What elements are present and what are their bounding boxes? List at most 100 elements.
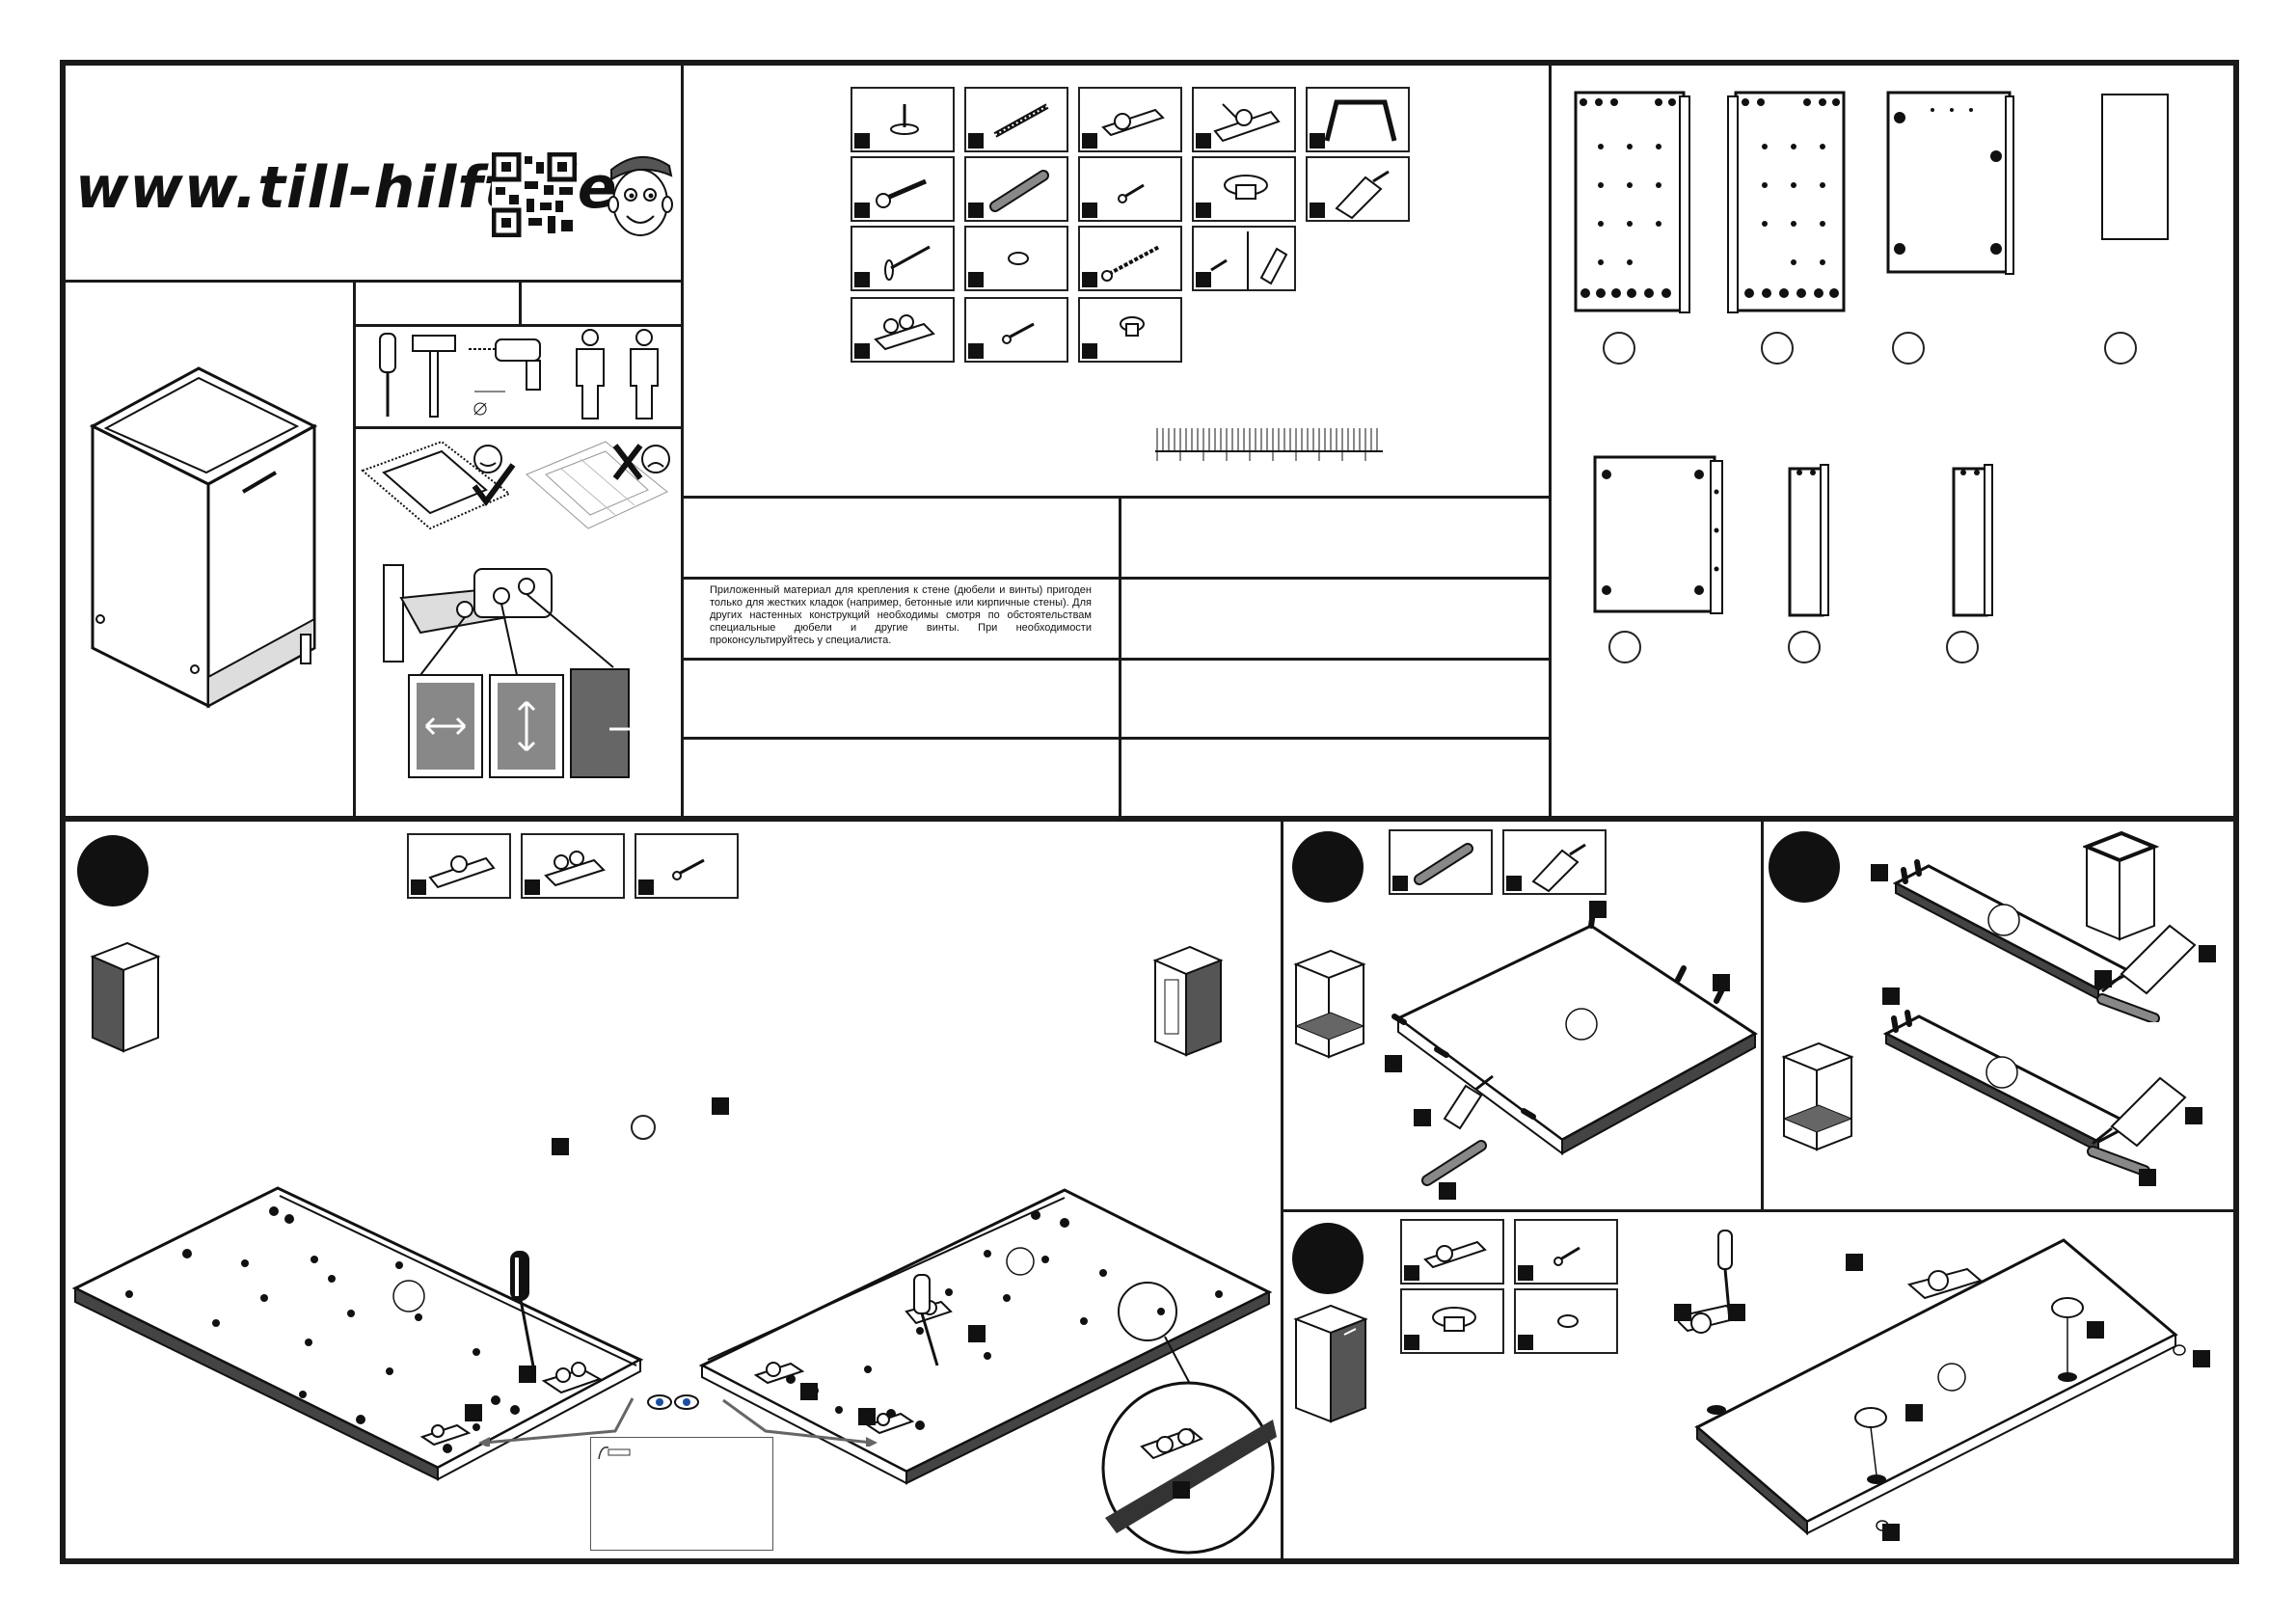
measuring-ruler [1155, 428, 1383, 461]
divider-tools-bottom [353, 426, 681, 429]
table-col-divider [1119, 496, 1121, 816]
callout-marker [968, 1325, 986, 1342]
divider-step1-right [1281, 822, 1283, 1564]
qr-code-icon [492, 152, 577, 237]
callout-marker [858, 1408, 876, 1425]
step4-fitting-hinge [1400, 1219, 1504, 1285]
callout-marker [2139, 1169, 2156, 1186]
fitting-wooden-dowel [964, 156, 1068, 222]
divider-logo-bottom [60, 280, 681, 283]
panel-bottom [1593, 455, 1723, 614]
fitting-cover-cap [964, 226, 1068, 291]
step2-panel-with-dowels [1391, 909, 1758, 1186]
step1-right-panel [698, 1188, 1273, 1485]
panel-side-right [1727, 91, 1846, 313]
two-people-icon [576, 329, 659, 419]
wall-mounting-notice: Приложенный материал для крепления к сте… [710, 584, 1092, 646]
callout-marker [1439, 1182, 1456, 1200]
step4-cabinet-icon [1293, 1304, 1368, 1423]
fitting-nail [851, 226, 955, 291]
step1-screwdriver-right-icon [913, 1274, 939, 1366]
hinge-detail-magnifier [1101, 1282, 1277, 1555]
table-line-1 [681, 496, 1549, 499]
fitting-long-screw [1078, 226, 1182, 291]
step1-fitting-hinge-plate [407, 833, 511, 899]
step3-cabinet-top-icon [2083, 831, 2160, 941]
divider-cabinet-right [353, 280, 356, 816]
callout-marker [552, 1138, 569, 1155]
step4-fitting-round-knob [1400, 1288, 1504, 1354]
callout-arrows [478, 1397, 878, 1447]
step1-fitting-short-screw [635, 833, 739, 899]
step3-glue-lower [2087, 1076, 2187, 1175]
step-3-badge [1769, 831, 1840, 903]
divider-logo-right [681, 60, 684, 816]
fitting-handle [1306, 87, 1410, 152]
panel-rail-2 [1952, 464, 1993, 617]
callout-marker [2193, 1350, 2210, 1367]
table-line-2 [681, 577, 1549, 580]
part-label-circle [1603, 332, 1635, 365]
screwdriver-icon [379, 333, 396, 417]
callout-marker [1882, 1524, 1900, 1541]
callout-marker [1713, 974, 1730, 991]
step3-glue-upper [2096, 924, 2197, 1022]
fitting-hinge [1078, 87, 1182, 152]
fitting-glue-tube [1306, 156, 1410, 222]
step4-fitting-cover-cap [1514, 1288, 1618, 1354]
panel-back [2101, 94, 2169, 240]
divider-tools-top [353, 324, 681, 327]
step2-fitting-glue-tube [1502, 829, 1607, 895]
step4-fitting-small-screw [1514, 1219, 1618, 1285]
step1-cabinet-right-icon [1152, 945, 1224, 1057]
callout-marker [1905, 1404, 1923, 1421]
fitting-leveling-foot [851, 87, 955, 152]
callout-marker [712, 1097, 729, 1115]
callout-marker [1871, 864, 1888, 881]
step3-rail-upper [1892, 859, 2135, 1001]
callout-marker [1414, 1109, 1431, 1126]
fitting-small-screw [1078, 156, 1182, 222]
callout-marker [1589, 901, 1607, 918]
callout-marker [1385, 1055, 1402, 1072]
step3-cabinet-bottom-icon [1781, 1041, 1854, 1151]
divider-fittings-right [1549, 60, 1552, 816]
step1-fitting-hinge-mount [521, 833, 625, 899]
fitting-screw [964, 87, 1068, 152]
part-label-circle [2104, 332, 2137, 365]
step2-cabinet-icon [1293, 949, 1366, 1059]
table-line-4 [681, 737, 1549, 740]
sheet-frame [60, 60, 2239, 1564]
callout-marker [1846, 1254, 1863, 1271]
panel-side-left [1574, 91, 1690, 313]
part-label-circle [1788, 631, 1821, 663]
callout-marker [519, 1366, 536, 1383]
top-bottom-divider [60, 816, 2239, 822]
callout-marker [1882, 987, 1900, 1005]
hammer-icon [412, 335, 456, 418]
soft-surface-ok-icon [361, 440, 516, 530]
brand-stamp-icon [598, 1447, 631, 1460]
callout-marker [2185, 1107, 2202, 1124]
logo-stamp-box [590, 1437, 773, 1551]
step1-screwdriver-icon [510, 1251, 536, 1372]
hinge-adjustment-diagram [383, 564, 650, 778]
step2-fitting-wooden-dowel [1389, 829, 1493, 895]
callout-marker [2094, 970, 2112, 987]
step1-left-panel [71, 1186, 644, 1481]
mascot-face-icon [608, 155, 673, 236]
part-label-circle [1946, 631, 1979, 663]
divider-tools-mid [519, 280, 522, 324]
part-label-circle [631, 1115, 656, 1140]
part-label-circle [1761, 332, 1794, 365]
fitting-bolt [851, 156, 955, 222]
fitting-hinge-mount [851, 297, 955, 363]
fitting-round-knob [1078, 297, 1182, 363]
step-4-badge [1292, 1223, 1364, 1294]
drill-icon [469, 338, 541, 416]
step-2-badge [1292, 831, 1364, 903]
callout-marker [2087, 1321, 2104, 1339]
step-1-badge [77, 835, 149, 906]
fitting-hinge-plate [1192, 87, 1296, 152]
fitting-short-screw [964, 297, 1068, 363]
